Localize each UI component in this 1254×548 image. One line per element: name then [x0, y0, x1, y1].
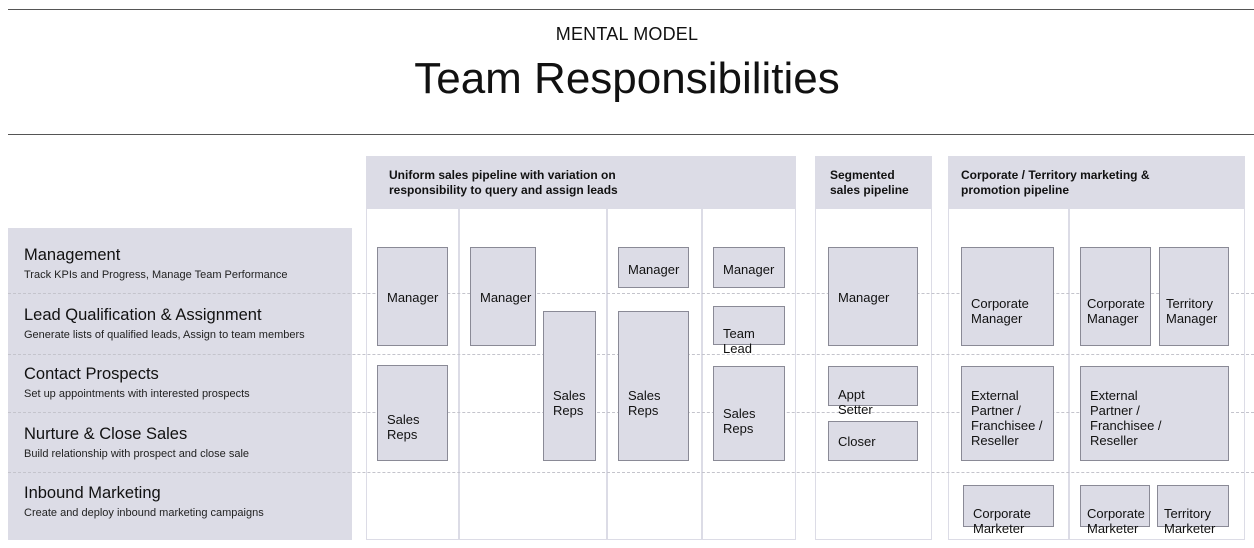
role-external-partner: External Partner / Franchisee / Reseller [1080, 366, 1229, 461]
row-name: Management [24, 246, 121, 264]
panel-uniform-pipeline: Uniform sales pipeline with variation on… [366, 156, 796, 540]
row-description: Build relationship with prospect and clo… [24, 448, 250, 460]
role-sales-reps: Sales Reps [618, 311, 689, 461]
row-description: Generate lists of qualified leads, Assig… [24, 329, 305, 341]
role-label: Appt Setter [838, 387, 873, 417]
role-label: Corporate Manager [1087, 296, 1145, 326]
panel-segmented-pipeline: Segmented sales pipeline [815, 156, 932, 540]
role-label: Manager [387, 290, 439, 305]
panel-header-text: Corporate / Territory marketing & promot… [961, 168, 1150, 197]
role-manager: Manager [470, 247, 536, 346]
row-divider [8, 293, 1254, 294]
panel-header: Uniform sales pipeline with variation on… [367, 157, 795, 209]
row-management: Management Track KPIs and Progress, Mana… [24, 245, 288, 282]
row-name: Lead Qualification & Assignment [24, 306, 262, 324]
row-description: Set up appointments with interested pros… [24, 388, 250, 400]
role-label: Corporate Marketer [1087, 506, 1145, 536]
row-name: Contact Prospects [24, 365, 159, 383]
role-sales-reps: Sales Reps [543, 311, 596, 461]
role-label: Sales Reps [628, 388, 661, 418]
role-sales-reps: Sales Reps [713, 366, 785, 461]
row-nurture-close: Nurture & Close Sales Build relationship… [24, 424, 249, 461]
role-label: Territory Marketer [1164, 506, 1216, 536]
role-label: Manager [838, 290, 890, 305]
role-label: External Partner / Franchisee / Reseller [1090, 388, 1162, 448]
panel-header-text: Segmented sales pipeline [830, 168, 909, 197]
role-manager: Manager [618, 247, 689, 288]
role-label: Territory Manager [1166, 296, 1218, 326]
role-appt-setter: Appt Setter [828, 366, 918, 417]
panel-header-text: Uniform sales pipeline with variation on… [389, 168, 618, 197]
column-separator [1068, 208, 1070, 540]
role-label: Sales Reps [553, 388, 586, 418]
role-label: Manager [723, 262, 775, 277]
role-manager: Manager [713, 247, 785, 288]
row-lead-qualification: Lead Qualification & Assignment Generate… [24, 305, 305, 342]
row-divider [8, 472, 1254, 473]
role-label: Closer [838, 434, 876, 449]
role-corporate-manager: Corporate Manager [1080, 247, 1151, 346]
role-manager: Manager [828, 247, 918, 346]
column-separator [458, 208, 460, 540]
role-label: External Partner / Franchisee / Reseller [971, 388, 1043, 448]
page-title: Team Responsibilities [414, 54, 840, 103]
panel-header: Segmented sales pipeline [816, 157, 931, 209]
role-label: Team Lead [723, 326, 755, 356]
row-description: Create and deploy inbound marketing camp… [24, 507, 264, 519]
row-label-background [8, 228, 352, 540]
role-label: Manager [480, 290, 532, 305]
row-inbound-marketing: Inbound Marketing Create and deploy inbo… [24, 483, 264, 520]
role-territory-marketer: Territory Marketer [1157, 485, 1229, 536]
role-sales-reps: Sales Reps [377, 365, 448, 461]
role-corporate-marketer: Corporate Marketer [963, 485, 1054, 536]
role-corporate-manager: Corporate Manager [961, 247, 1054, 346]
role-label: Sales Reps [387, 412, 420, 442]
column-separator [606, 208, 608, 540]
role-corporate-marketer: Corporate Marketer [1080, 485, 1150, 536]
title-divider [8, 134, 1254, 135]
top-rule [8, 9, 1254, 10]
column-separator [701, 208, 703, 540]
role-label: Corporate Manager [971, 296, 1029, 326]
row-description: Track KPIs and Progress, Manage Team Per… [24, 269, 288, 281]
role-team-lead: Team Lead [713, 306, 785, 356]
role-label: Sales Reps [723, 406, 756, 436]
row-name: Inbound Marketing [24, 484, 161, 502]
panel-header: Corporate / Territory marketing & promot… [949, 157, 1244, 209]
role-external-partner: External Partner / Franchisee / Reseller [961, 366, 1054, 461]
role-label: Manager [628, 262, 680, 277]
role-manager: Manager [377, 247, 448, 346]
row-name: Nurture & Close Sales [24, 425, 188, 443]
page-subtitle: MENTAL MODEL [555, 24, 699, 44]
row-contact-prospects: Contact Prospects Set up appointments wi… [24, 364, 250, 401]
role-label: Corporate Marketer [973, 506, 1031, 536]
panel-marketing-pipeline: Corporate / Territory marketing & promot… [948, 156, 1245, 540]
role-territory-manager: Territory Manager [1159, 247, 1229, 346]
role-closer: Closer [828, 421, 918, 461]
